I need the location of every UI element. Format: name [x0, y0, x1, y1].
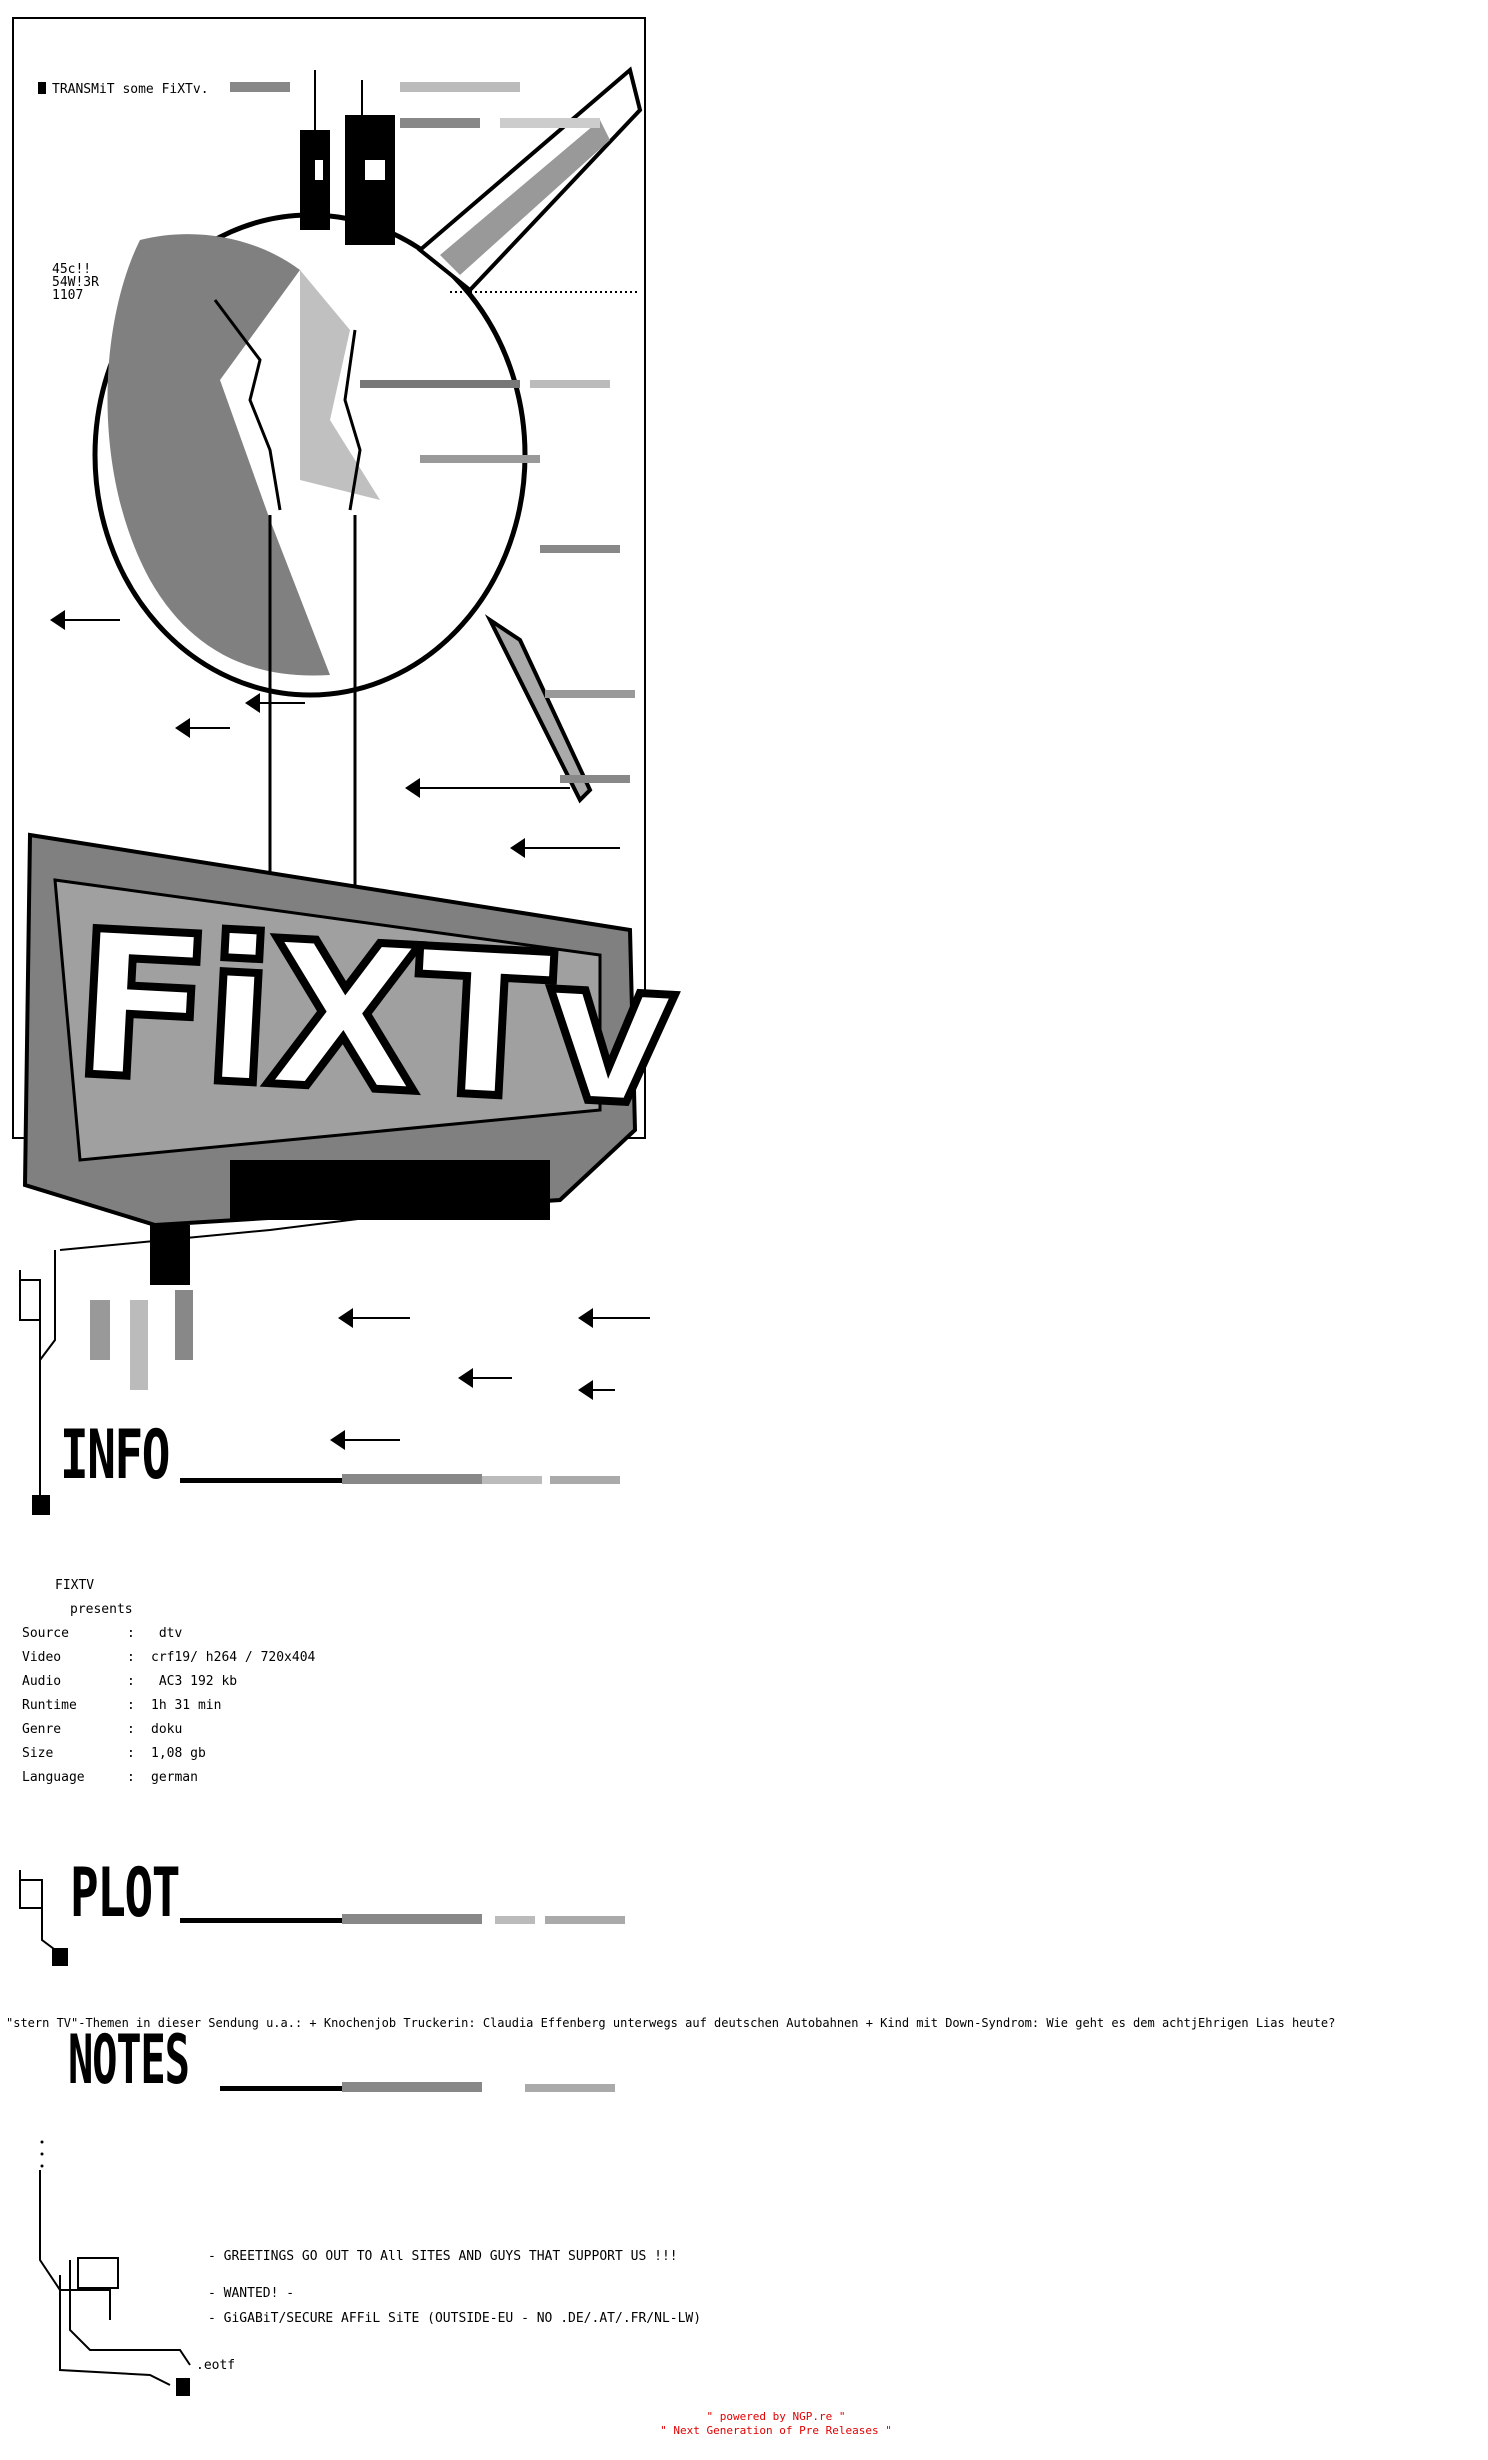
info-heading-text: INFO [60, 1416, 170, 1495]
logo-text: FiXTv [64, 884, 680, 1156]
nfo-row-runtime: Runtime:1h 31 min [22, 1698, 222, 1713]
notes-line-wanted: - WANTED! - [208, 2286, 295, 2301]
feed-horn [484, 614, 593, 804]
dish-shade [107, 234, 330, 676]
tag-line-2: 54W!3R [52, 275, 99, 290]
plot-heading-text: PLOT [70, 1854, 180, 1933]
nfo-row-size: Size:1,08 gb [22, 1746, 206, 1761]
footer: " powered by NGP.re " " Next Generation … [596, 2410, 956, 2438]
notes-eotf: .eotf [196, 2358, 236, 2373]
info-heading: INFO [60, 1420, 216, 1492]
plot-text: "stern TV"-Themen in dieser Sendung u.a.… [6, 2016, 1336, 2030]
block-icon [38, 82, 46, 94]
nfo-row-audio: Audio: AC3 192 kb [22, 1674, 238, 1689]
dish-shade-light [300, 270, 380, 500]
transmit-label: TRANSMiT some FiXTv. [38, 82, 209, 98]
tag-line-1: 45c!! [52, 262, 92, 277]
plot-heading: PLOT [70, 1858, 226, 1930]
tag-block: 45c!! 54W!3R 1107 [52, 263, 99, 302]
notes-circuit-decor [39, 2140, 191, 2396]
notes-divider [220, 2086, 342, 2091]
nfo-group: FIXTV [55, 1578, 95, 1593]
notes-heading: NOTES [68, 2025, 263, 2097]
notes-line-affil: - GiGABiT/SECURE AFFiL SiTE (OUTSIDE-EU … [208, 2311, 702, 2326]
nfo-presents: presents [70, 1602, 133, 1617]
info-divider [180, 1478, 342, 1483]
tag-line-3: 1107 [52, 288, 84, 303]
nfo-row-genre: Genre:doku [22, 1722, 183, 1737]
footer-powered: " powered by NGP.re " [706, 2410, 846, 2423]
nfo-row-source: Source: dtv [22, 1626, 183, 1641]
ascii-art-frame [0, 0, 660, 1580]
notes-heading-text: NOTES [68, 2021, 190, 2100]
plot-divider [180, 1918, 342, 1923]
satellite-dish-artwork [12, 17, 650, 1515]
notes-line-greetings: - GREETINGS GO OUT TO All SITES AND GUYS… [208, 2249, 678, 2264]
plot-circuit-decor [19, 1870, 68, 1966]
transmit-text: TRANSMiT some FiXTv. [52, 82, 209, 97]
signal-arrows [50, 610, 620, 858]
antenna-arm-shade [440, 120, 610, 275]
nfo-row-video: Video:crf19/ h264 / 720x404 [22, 1650, 316, 1665]
nfo-row-language: Language:german [22, 1770, 198, 1785]
footer-tagline: " Next Generation of Pre Releases " [660, 2424, 892, 2437]
